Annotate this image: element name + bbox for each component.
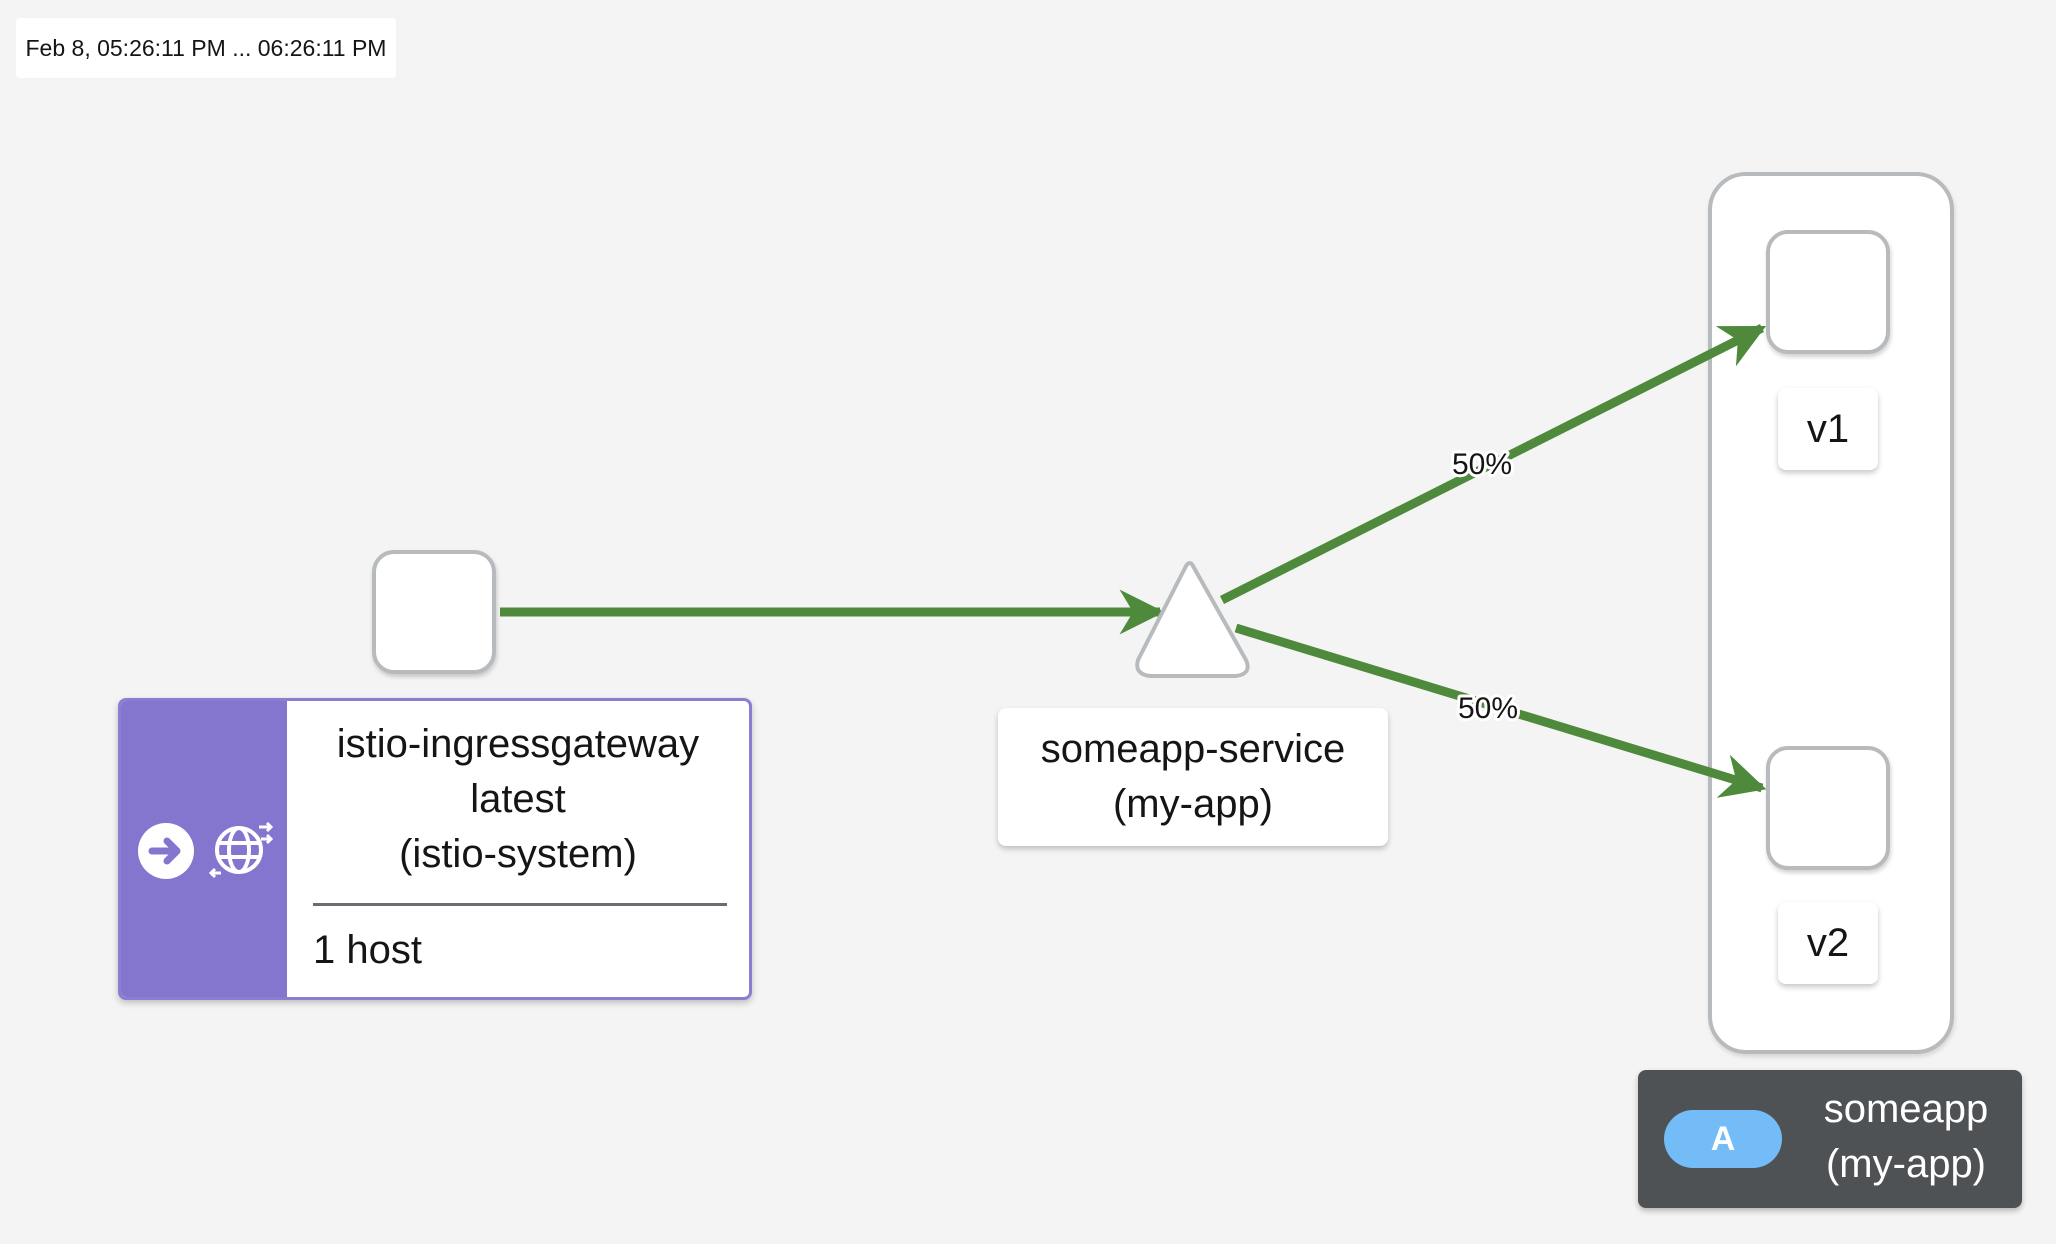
app-group-name: someapp	[1823, 1087, 1989, 1131]
gateway-label-card[interactable]: istio-ingressgateway latest (istio-syste…	[118, 698, 752, 1000]
edge-label-v2: 50%	[1458, 692, 1518, 725]
globe-network-icon	[209, 821, 274, 879]
gateway-version: latest	[470, 777, 566, 821]
edge-service-to-v2[interactable]	[1234, 623, 1767, 798]
gateway-divider	[313, 903, 727, 906]
gateway-node[interactable]	[372, 550, 496, 674]
app-group-namespace: (my-app)	[1825, 1142, 1987, 1186]
v1-label-text: v1	[1806, 407, 1850, 451]
app-type-badge: A	[1664, 1110, 1782, 1168]
arrow-circle-right-icon	[138, 823, 194, 879]
service-name: someapp-service	[1040, 727, 1346, 771]
gateway-text: istio-ingressgateway latest (istio-syste…	[287, 701, 749, 882]
v2-label-text: v2	[1806, 921, 1850, 965]
gateway-badge-strip	[121, 701, 287, 997]
v1-node[interactable]	[1766, 230, 1890, 354]
app-group-text: someapp (my-app)	[1800, 1082, 2012, 1192]
app-group-label[interactable]: A someapp (my-app)	[1638, 1070, 2022, 1208]
service-label: someapp-service (my-app)	[998, 708, 1388, 846]
gateway-hosts: 1 host	[313, 928, 422, 972]
v2-label: v2	[1778, 902, 1878, 984]
gateway-namespace: (istio-system)	[399, 832, 637, 876]
gateway-name: istio-ingressgateway	[336, 722, 700, 766]
time-range-label: Feb 8, 05:26:11 PM ... 06:26:11 PM	[16, 18, 396, 78]
edge-service-to-v1[interactable]	[1219, 323, 1767, 605]
v1-label: v1	[1778, 388, 1878, 470]
service-triangle-node[interactable]	[1135, 561, 1250, 678]
service-namespace: (my-app)	[1112, 782, 1274, 826]
edge-label-v1: 50%	[1452, 448, 1512, 481]
v2-node[interactable]	[1766, 746, 1890, 870]
